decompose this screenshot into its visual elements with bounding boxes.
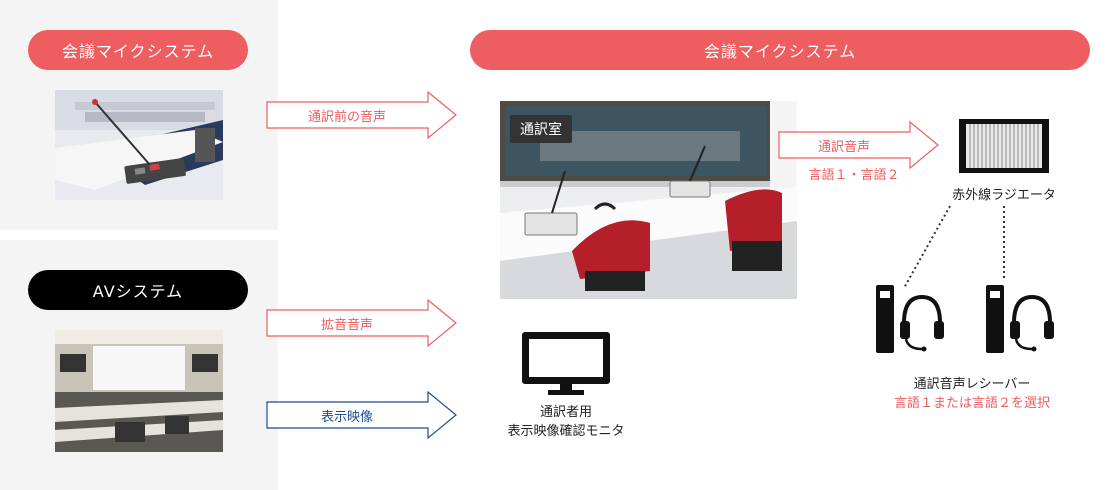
amplified-arrow [266,298,457,348]
pre-interp-label: 通訳前の音声 [307,109,386,125]
interp-audio-label: 通訳音声 [817,139,870,155]
av-system-pill: AVシステム [28,270,248,310]
monitor-caption-line2: 表示映像確認モニタ [507,424,625,439]
monitor-icon [522,332,610,395]
av-system-label: AVシステム [92,282,184,301]
monitor-caption-line1: 通訳者用 [539,405,592,420]
conference-room-photo [55,90,223,200]
conference-mic-header-label: 会議マイクシステム [703,42,857,61]
conference-mic-pill-left: 会議マイクシステム [28,30,248,70]
display-arrow [266,390,457,440]
display-label: 表示映像 [320,409,373,425]
booth-tag: 通訳室 [510,115,572,143]
ir-link-lines [903,205,1005,289]
receiver-icon-2 [986,285,1054,353]
radiator-icon [959,119,1049,173]
amplified-label: 拡音音声 [320,317,373,333]
pre-interp-arrow [266,90,457,140]
receiver-icon-1 [876,285,944,353]
receiver-caption-line1: 通訳音声レシーバー [913,377,1031,392]
av-room-photo [55,330,223,452]
conference-mic-label: 会議マイクシステム [61,42,215,61]
radiator-caption: 赤外線ラジエータ [952,188,1056,203]
conference-mic-header: 会議マイクシステム [470,30,1090,70]
interp-audio-arrow [778,120,939,170]
receiver-caption-line2: 言語１または言語２を選択 [893,396,1050,411]
languages-label: 言語１・言語２ [808,168,900,183]
